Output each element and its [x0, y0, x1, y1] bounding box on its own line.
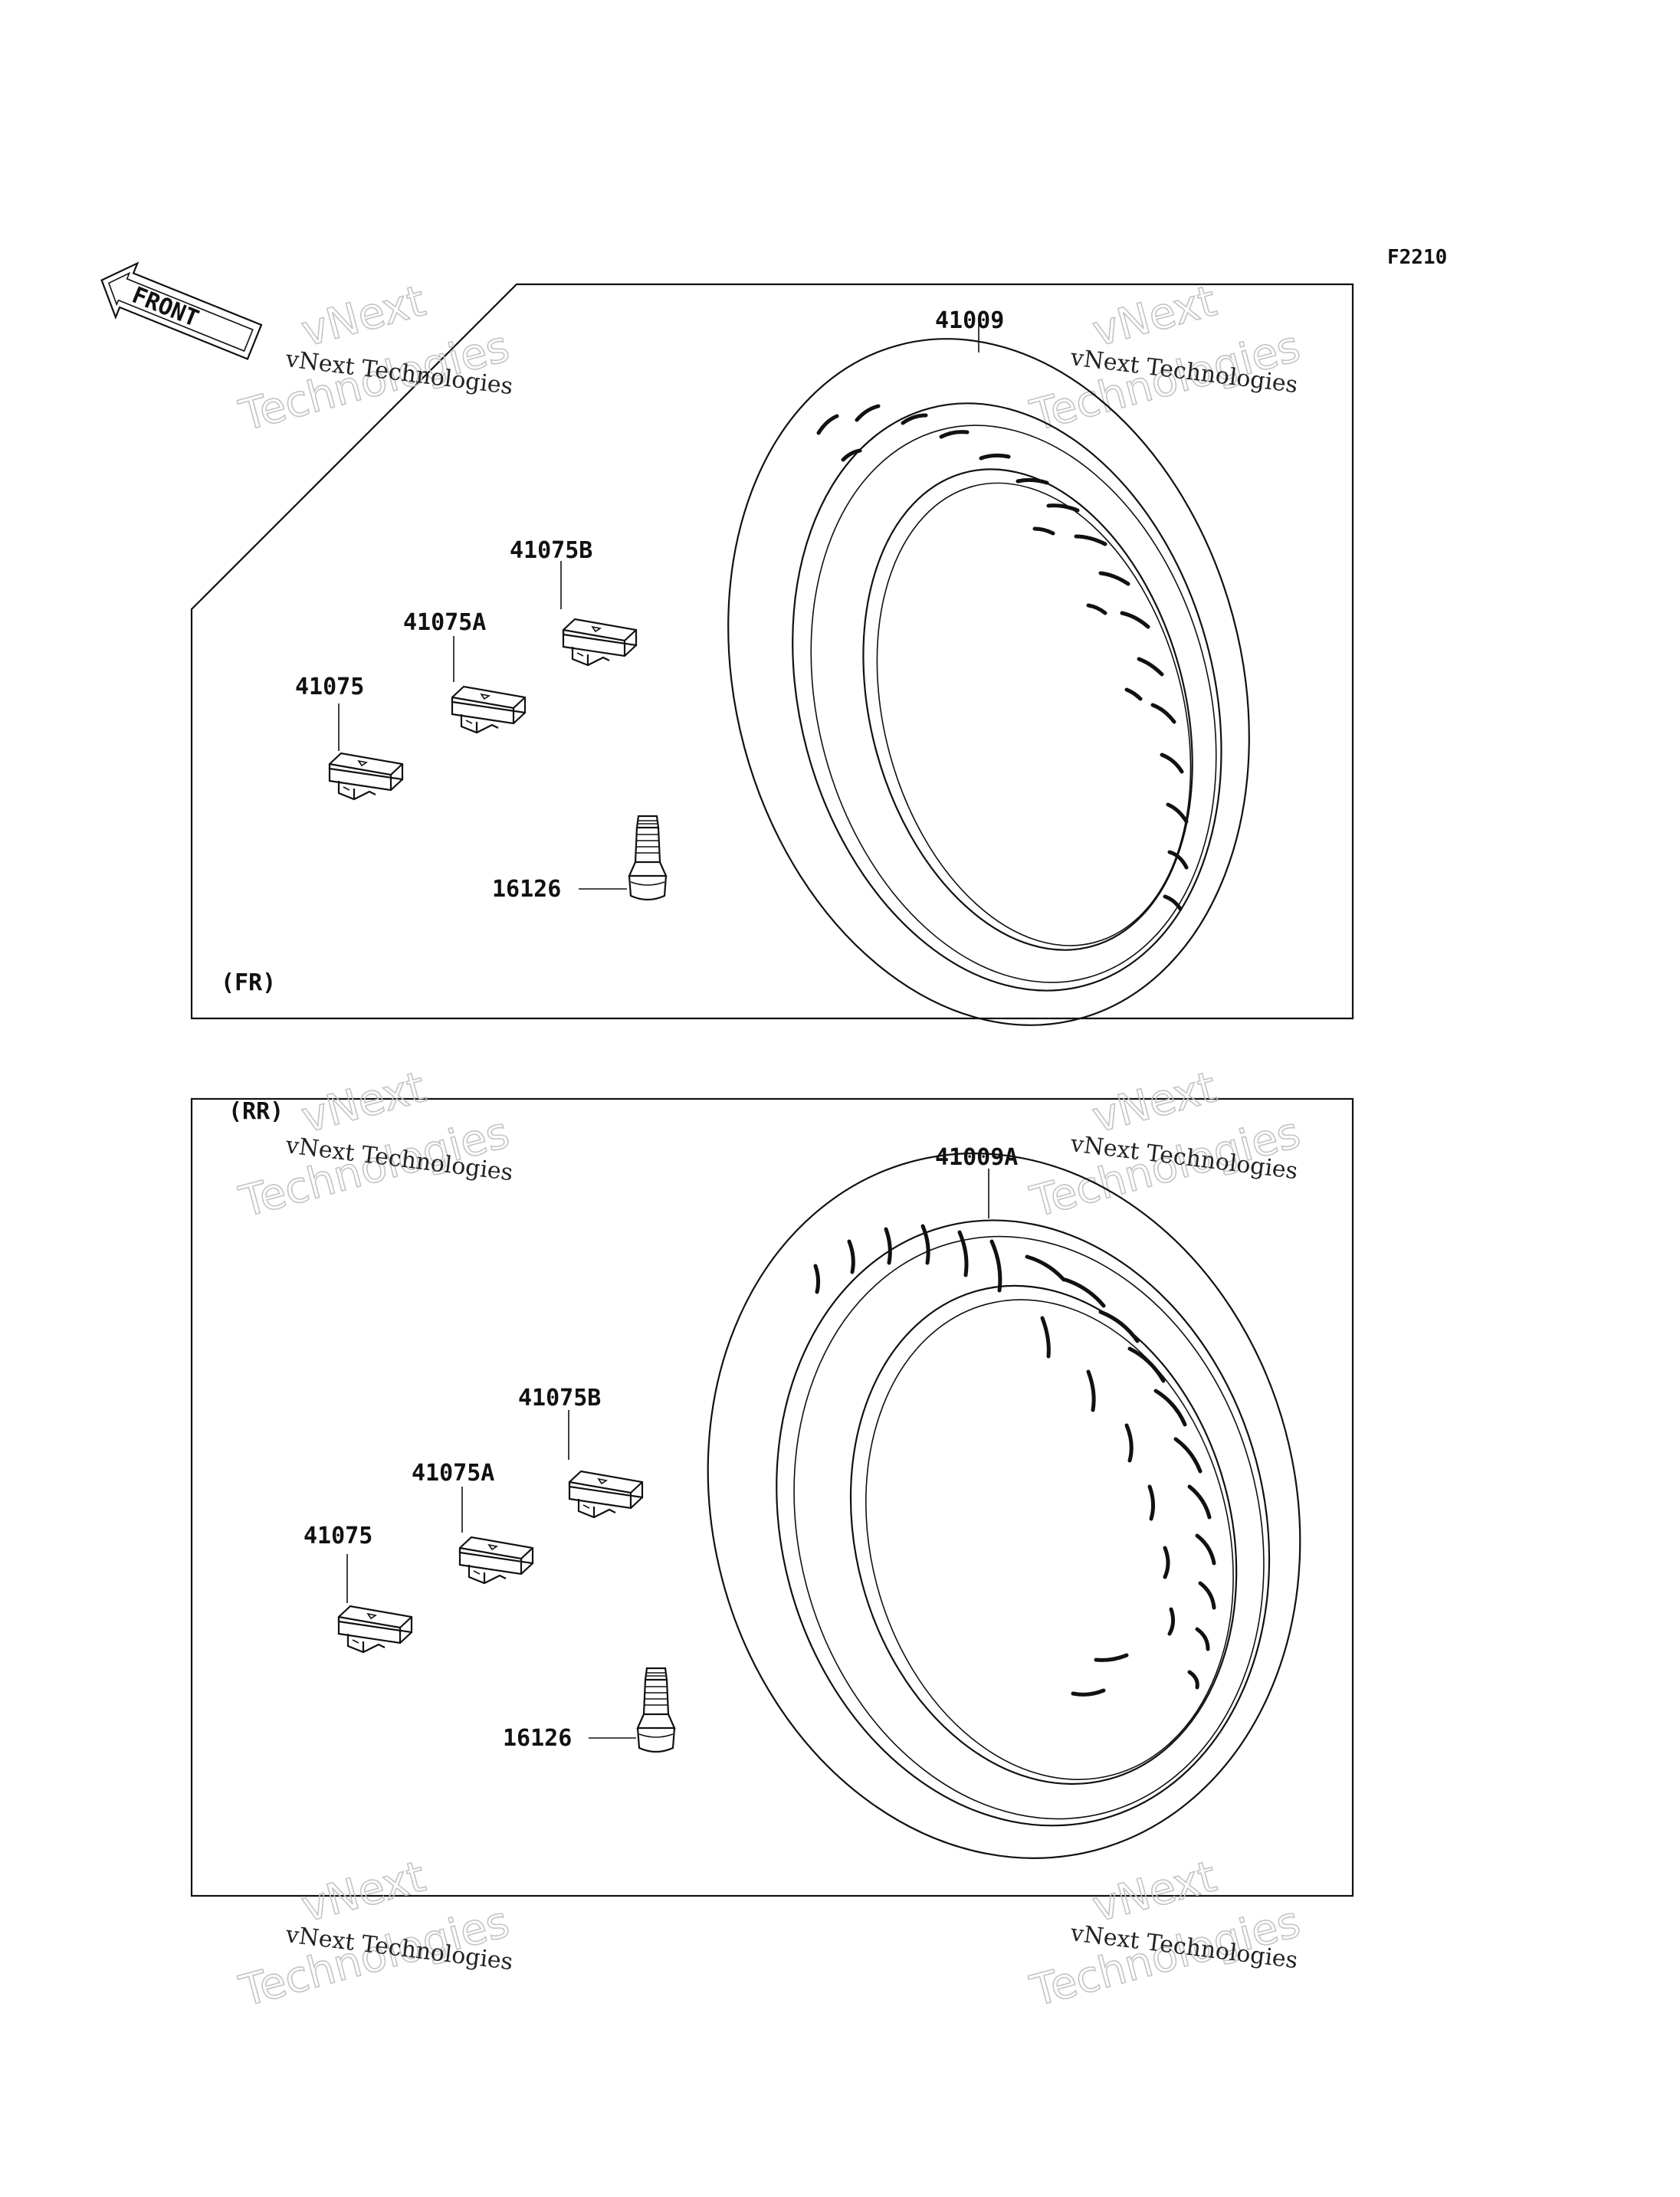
part-label-41009: 41009	[935, 307, 1004, 334]
watermark-vnext: vNext	[1088, 1851, 1222, 1932]
watermark-top-left: vNext Technologies vNext Technologies	[234, 276, 515, 442]
rear-panel: (RR) vNext Technologies vNext Technologi…	[190, 1062, 1354, 1897]
front-tire: 41009	[727, 307, 1250, 1026]
part-label-41075: 41075	[295, 674, 364, 700]
rear-panel-tag: (RR)	[228, 1098, 284, 1125]
front-panel-border	[190, 283, 1354, 1020]
front-valve-16126: 16126	[492, 815, 668, 903]
watermark-vnext: vNext	[1088, 1062, 1222, 1143]
watermark-top-right: vNext Technologies vNext Technologies	[1025, 276, 1306, 442]
part-label-41075a: 41075A	[403, 609, 486, 636]
watermark-middle-right: vNext Technologies vNext Technologies	[1025, 1062, 1306, 1228]
front-panel: FRONT vNext Technologies vNext Technolog…	[100, 261, 1354, 1026]
front-tire-tread	[816, 404, 1189, 911]
part-label-41075a: 41075A	[412, 1460, 494, 1487]
rear-panel-border	[190, 1097, 1354, 1897]
front-arrow-icon: FRONT	[100, 261, 263, 360]
watermark-vnext: vNext	[297, 1062, 431, 1143]
rear-weight-41075: 41075	[304, 1523, 413, 1654]
front-weight-41075a: 41075A	[403, 609, 527, 734]
part-label-41075b: 41075B	[510, 537, 592, 564]
rear-weight-41075a: 41075A	[412, 1460, 534, 1585]
part-label-41075: 41075	[304, 1523, 372, 1549]
rear-valve-16126: 16126	[503, 1667, 676, 1753]
watermark-vnext: vNext	[297, 276, 431, 356]
watermark-vnext: vNext	[1088, 276, 1222, 356]
front-weight-41075b: 41075B	[510, 537, 638, 667]
rear-weight-41075b: 41075B	[518, 1385, 644, 1519]
part-label-16126: 16126	[492, 876, 561, 903]
rear-tire-tread	[813, 1224, 1216, 1697]
watermark-bottom-left: vNext Technologies vNext Technologies	[234, 1851, 515, 2018]
rear-tire: 41009A	[707, 1144, 1301, 1859]
part-label-41009a: 41009A	[935, 1144, 1018, 1171]
front-weight-41075: 41075	[295, 674, 404, 801]
watermark-bottom-right: vNext Technologies vNext Technologies	[1025, 1851, 1306, 2018]
watermark-vnext: vNext	[297, 1851, 431, 1932]
part-label-16126: 16126	[503, 1725, 572, 1752]
figure-code: F2210	[1387, 246, 1447, 269]
part-label-41075b: 41075B	[518, 1385, 601, 1412]
front-panel-tag: (FR)	[221, 969, 276, 996]
watermark-middle-left: vNext Technologies vNext Technologies	[234, 1062, 515, 1228]
